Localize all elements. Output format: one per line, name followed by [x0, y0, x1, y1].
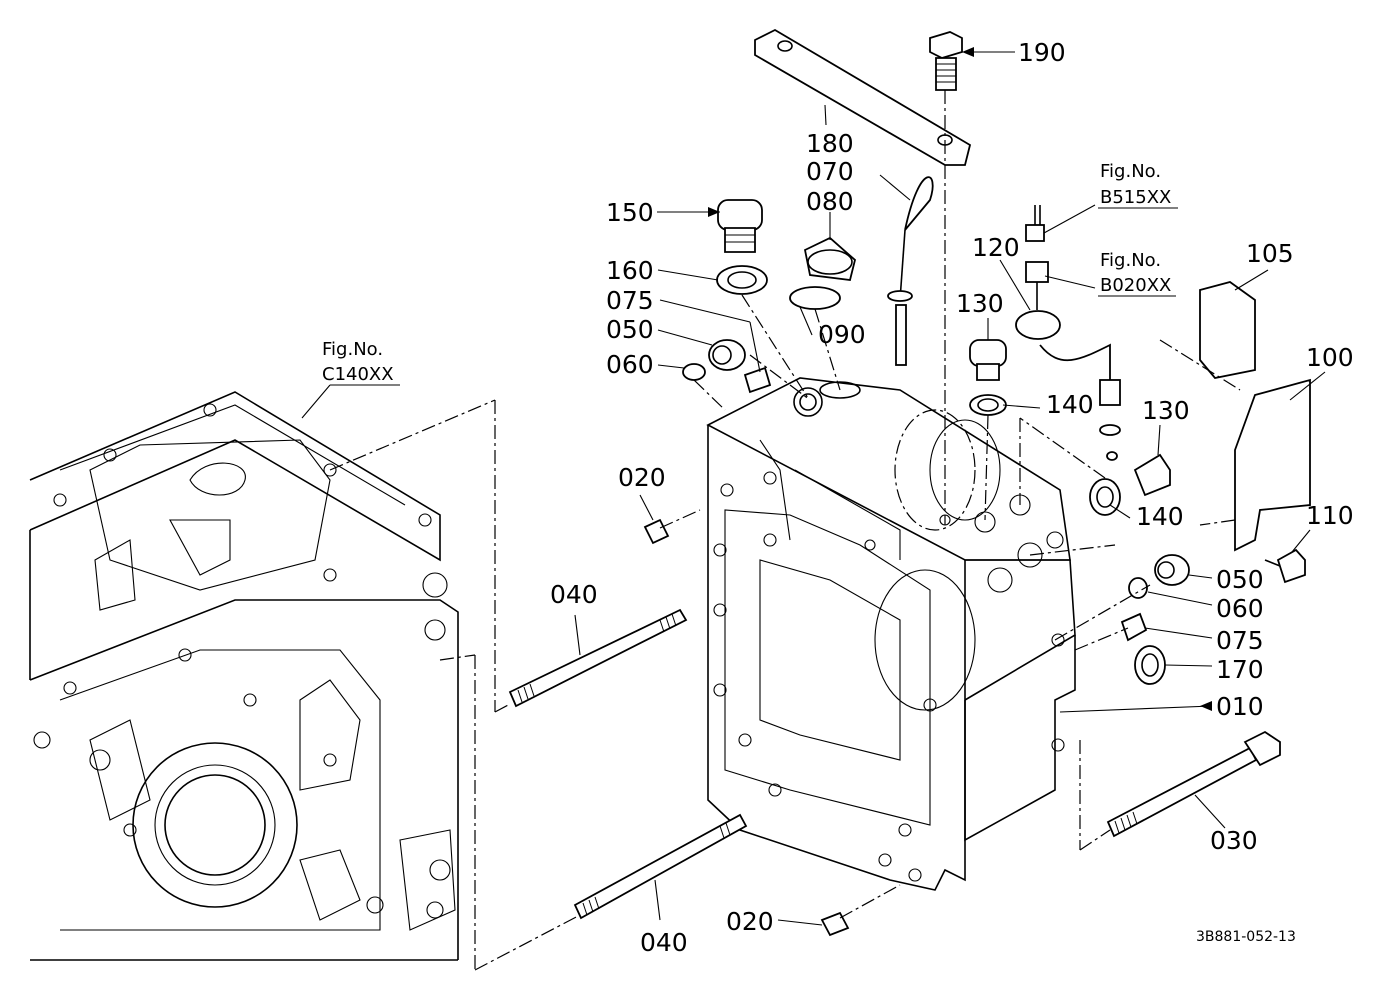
part-number-labels: 190 180 070 080 150 160 075 050 060 090 … [550, 38, 1354, 957]
label-190: 190 [1018, 38, 1066, 67]
label-050-right: 050 [1216, 565, 1264, 594]
part-030-bolt [1106, 730, 1281, 838]
label-160: 160 [606, 256, 654, 285]
figure-references: Fig.No. B515XX Fig.No. B020XX Fig.No. C1… [322, 161, 1171, 385]
label-020-upper: 020 [618, 463, 666, 492]
assembly-center-lines [329, 90, 1241, 971]
label-130-right: 130 [1142, 396, 1190, 425]
part-020-pin-upper [643, 518, 670, 545]
fig-ref-c140-label: Fig.No. [322, 339, 383, 360]
fig-ref-b020-code: B020XX [1100, 275, 1171, 296]
fig-ref-b515-label: Fig.No. [1100, 161, 1161, 182]
part-070-dipstick [887, 176, 934, 366]
fig-ref-b020-label: Fig.No. [1100, 250, 1161, 271]
label-100: 100 [1306, 343, 1354, 372]
label-090: 090 [818, 320, 866, 349]
label-050-left: 050 [606, 315, 654, 344]
part-110-bolt [1264, 548, 1306, 584]
leader-lines [301, 51, 1326, 926]
label-070: 070 [806, 157, 854, 186]
part-160-washer [716, 265, 768, 295]
label-075-right: 075 [1216, 626, 1264, 655]
part-090-o-ring [789, 286, 841, 310]
part-040-stud-lower [573, 813, 748, 920]
part-020-pin-lower [820, 911, 850, 937]
label-075-left: 075 [606, 286, 654, 315]
label-020-lower: 020 [726, 907, 774, 936]
label-140-right: 140 [1136, 502, 1184, 531]
part-100-bracket [1234, 378, 1311, 552]
label-080: 080 [806, 187, 854, 216]
label-010: 010 [1216, 692, 1264, 721]
part-105-bracket [1199, 281, 1256, 379]
label-120: 120 [972, 233, 1020, 262]
drawing-code: 3B881-052-13 [1196, 929, 1296, 945]
part-050-060-075-left [682, 339, 772, 394]
label-130-upper: 130 [956, 289, 1004, 318]
label-105: 105 [1246, 239, 1294, 268]
part-130-140-upper [969, 339, 1007, 416]
label-110: 110 [1306, 501, 1354, 530]
label-040-upper: 040 [550, 580, 598, 609]
part-190-bolt [929, 31, 963, 91]
part-050-060-075-170-right [1120, 554, 1190, 685]
fig-ref-b515-code: B515XX [1100, 187, 1171, 208]
main-housing-drawing [706, 377, 1076, 891]
label-170: 170 [1216, 655, 1264, 684]
label-140-upper: 140 [1046, 390, 1094, 419]
part-120-connector [1015, 205, 1121, 461]
part-150-plug [717, 199, 763, 253]
fig-ref-c140-code: C140XX [322, 364, 394, 385]
label-060-right: 060 [1216, 594, 1264, 623]
label-040-lower: 040 [640, 928, 688, 957]
part-040-stud-upper [508, 608, 688, 708]
label-150: 150 [606, 198, 654, 227]
part-080-cap [803, 236, 857, 281]
mating-housing-drawing [29, 391, 459, 961]
label-060-left: 060 [606, 350, 654, 379]
label-030: 030 [1210, 826, 1258, 855]
leader-arrows [708, 47, 1212, 711]
label-180: 180 [806, 129, 854, 158]
